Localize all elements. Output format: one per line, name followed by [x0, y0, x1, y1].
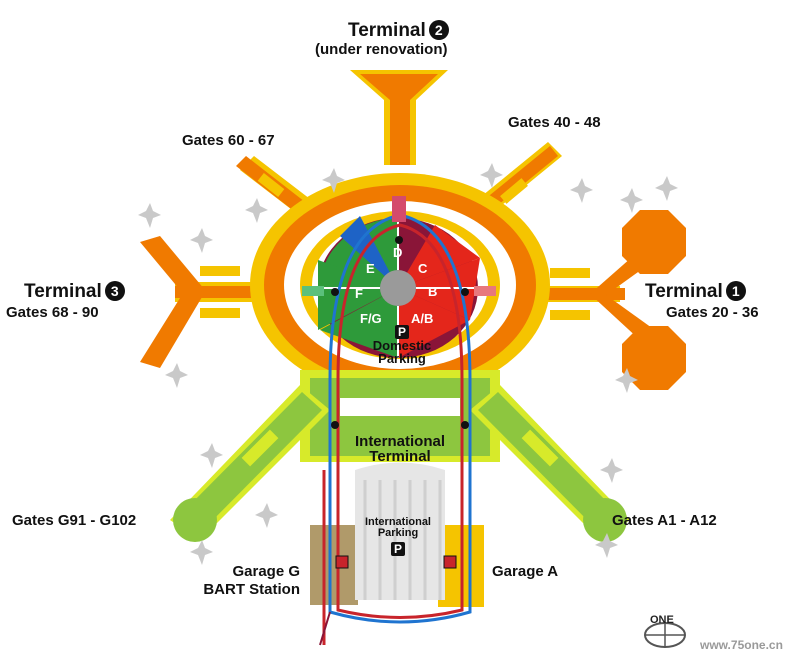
aircraft-icons	[138, 163, 678, 565]
section-f-label: F	[355, 286, 363, 301]
international-parking-structure	[355, 462, 445, 600]
terminal-1-gates-label: Gates 20 - 36	[666, 304, 759, 321]
section-fg-label: F/G	[360, 311, 382, 326]
watermark-globe-icon	[644, 622, 686, 648]
section-b-label: B	[428, 284, 438, 299]
international-parking-icon: P	[391, 542, 405, 556]
garage-g-building	[310, 525, 358, 605]
watermark-logo: ONE	[650, 614, 674, 626]
international-terminal-label: International Terminal	[354, 433, 445, 465]
terminal-2-note: (under renovation)	[315, 41, 448, 58]
garage-g-label: Garage G BART Station	[203, 563, 300, 598]
international-terminal-building	[300, 370, 500, 462]
terminal-2-pier	[350, 70, 448, 165]
terminal-2-number-icon: 2	[428, 20, 449, 40]
section-ab-label: A/B	[411, 311, 434, 326]
watermark-url: www.75one.cn	[700, 638, 783, 652]
airtrain-lines	[319, 213, 472, 646]
gates-a-pier	[470, 385, 630, 542]
gates-a-label: Gates A1 - A12	[612, 512, 717, 529]
section-c-label: C	[418, 261, 428, 276]
domestic-parking-icon: P	[395, 325, 409, 339]
airtrain-stations	[331, 236, 469, 569]
international-parking-label: International Parking P	[364, 516, 431, 556]
gates-40-48-label: Gates 40 - 48	[508, 114, 601, 131]
garage-a-label: Garage A	[492, 563, 559, 580]
gates-60-67-label: Gates 60 - 67	[182, 132, 275, 149]
gates-g-label: Gates G91 - G102	[12, 512, 137, 529]
gates-g-pier	[170, 385, 330, 542]
section-d-label: D	[393, 245, 403, 260]
domestic-parking-label: P Domestic Parking	[372, 325, 432, 366]
terminal-1-number-icon: 1	[725, 281, 746, 301]
section-e-label: E	[366, 261, 375, 276]
walkways	[302, 196, 496, 296]
terminal-3-gates-label: Gates 68 - 90	[6, 304, 99, 321]
terminal-3-number-icon: 3	[104, 281, 125, 301]
